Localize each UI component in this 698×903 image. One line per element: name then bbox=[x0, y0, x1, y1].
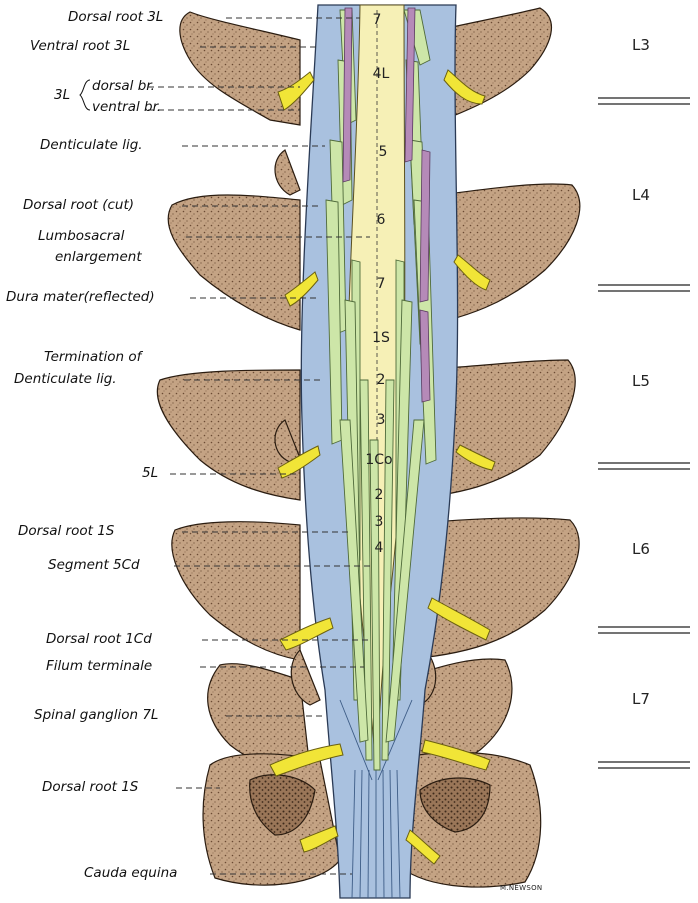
label-lumbosacral: Lumbosacral bbox=[38, 228, 125, 244]
label-spinal-ganglion: Spinal ganglion 7L bbox=[34, 707, 159, 723]
artist-signature: M.NEWSON bbox=[500, 884, 543, 892]
segment-label: 7 bbox=[376, 276, 386, 292]
segment-label: 3 bbox=[376, 412, 386, 428]
vertebra-label-l6: L6 bbox=[632, 540, 650, 558]
vertebra-label-l4: L4 bbox=[632, 186, 650, 204]
label-termination-of: Termination of bbox=[44, 349, 142, 365]
label-dorsal-root-1s-b: Dorsal root 1S bbox=[42, 779, 139, 795]
vertebra-label-l3: L3 bbox=[632, 36, 650, 54]
segment-label: 5 bbox=[378, 144, 388, 160]
spinal-nerves bbox=[269, 69, 496, 865]
label-cauda-equina: Cauda equina bbox=[84, 865, 178, 881]
label-ventral-br: ventral br. bbox=[92, 99, 162, 115]
vertebra-label-l5: L5 bbox=[632, 372, 650, 390]
label-dorsal-root-1s: Dorsal root 1S bbox=[18, 523, 115, 539]
vessels bbox=[342, 7, 431, 403]
segment-label: 6 bbox=[376, 212, 386, 228]
label-dorsal-root-cut: Dorsal root (cut) bbox=[23, 197, 135, 213]
segment-label: 2 bbox=[374, 487, 384, 503]
level-separators bbox=[598, 97, 690, 769]
label-enlargement: enlargement bbox=[55, 249, 142, 265]
label-termination-lig: Denticulate lig. bbox=[14, 371, 117, 387]
label-3l-prefix: 3L bbox=[54, 87, 71, 103]
segment-label: 3 bbox=[374, 514, 384, 530]
segment-label: 4L bbox=[372, 66, 390, 82]
vertebra-label-l7: L7 bbox=[632, 690, 650, 708]
label-5l: 5L bbox=[142, 465, 159, 481]
label-denticulate-lig: Denticulate lig. bbox=[40, 137, 143, 153]
segment-label: 2 bbox=[376, 372, 386, 388]
leader-lines bbox=[148, 17, 370, 875]
segment-label: 4 bbox=[374, 540, 384, 556]
segment-label: 1Co bbox=[365, 452, 393, 468]
nerve-roots bbox=[325, 9, 437, 771]
label-segment-5cd: Segment 5Cd bbox=[48, 557, 140, 573]
segment-label: 1S bbox=[372, 330, 390, 346]
label-dorsal-root-3l: Dorsal root 3L bbox=[68, 9, 164, 25]
label-filum-terminale: Filum terminale bbox=[46, 658, 153, 674]
label-ventral-root-3l: Ventral root 3L bbox=[30, 38, 131, 54]
label-dorsal-br: dorsal br. bbox=[92, 78, 155, 94]
label-dura-mater: Dura mater(reflected) bbox=[6, 289, 155, 305]
segment-label: 7 bbox=[372, 12, 382, 28]
branch-brace bbox=[79, 79, 91, 111]
label-dorsal-root-1cd: Dorsal root 1Cd bbox=[46, 631, 152, 647]
